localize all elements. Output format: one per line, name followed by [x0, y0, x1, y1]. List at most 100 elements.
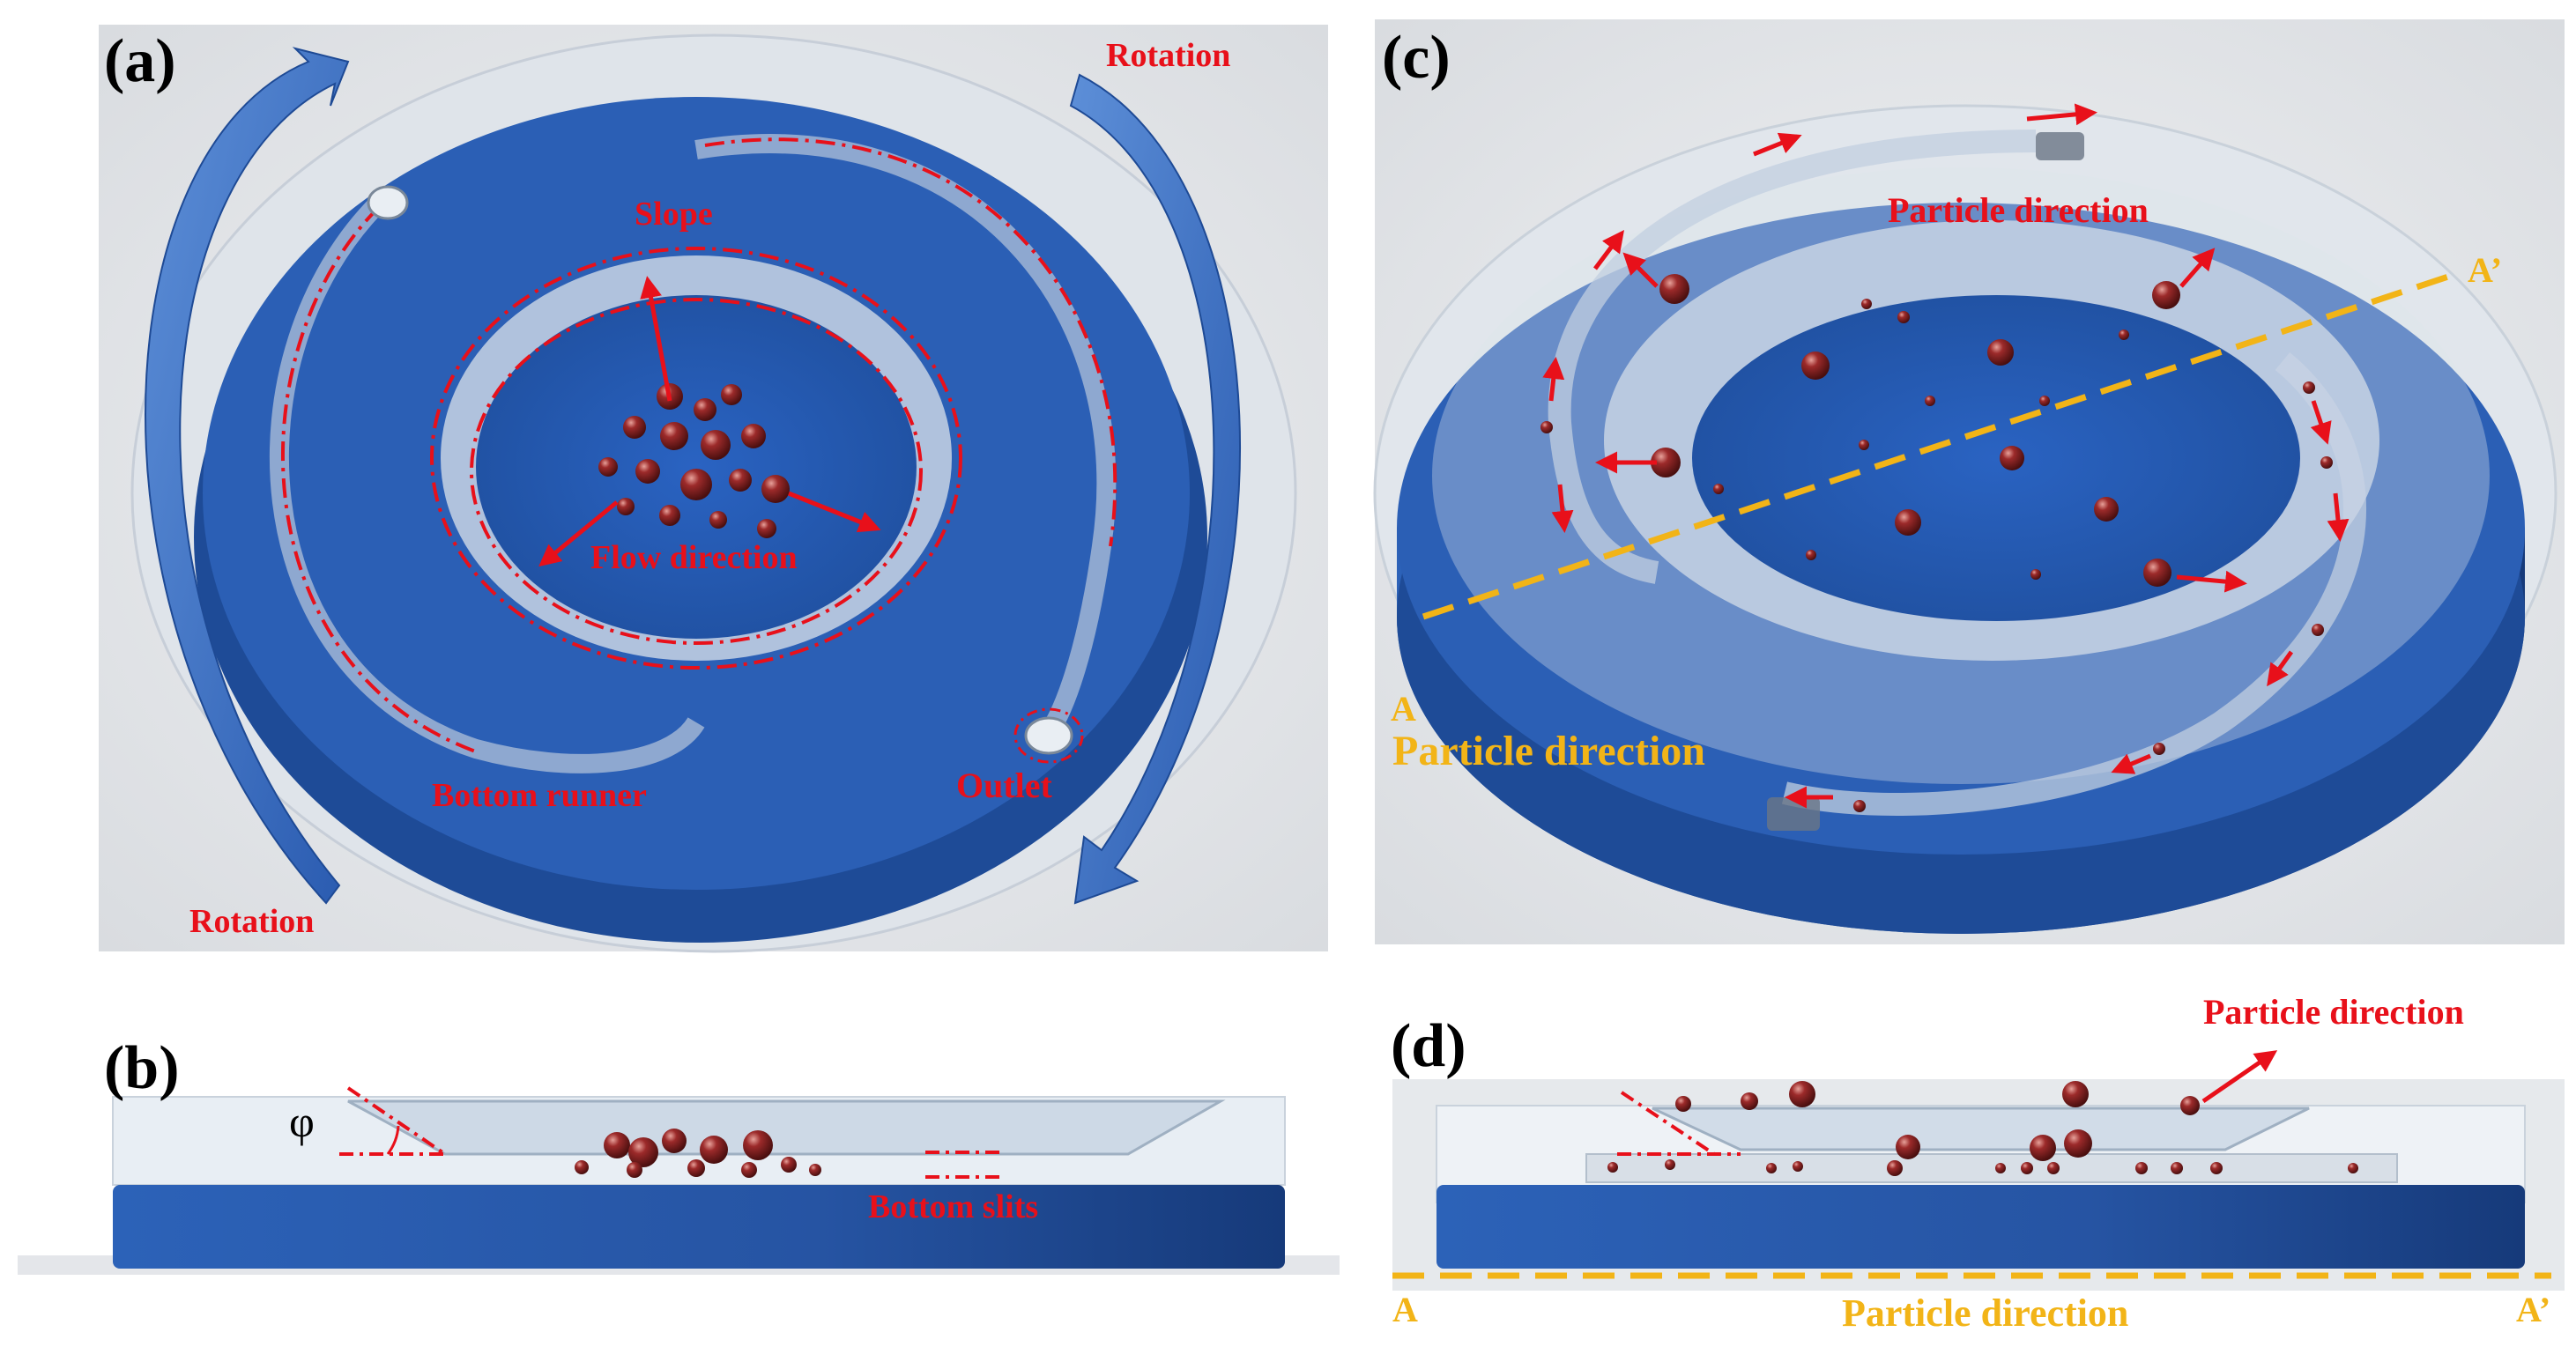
particle: [617, 498, 635, 515]
particles-d: [1607, 1081, 2358, 1176]
particle: [1801, 352, 1830, 380]
particle: [1607, 1162, 1618, 1173]
direction-arrow: [1593, 230, 1624, 270]
particle: [2135, 1162, 2148, 1174]
particle-direction-label-c-gold: Particle direction: [1392, 728, 1705, 774]
particle: [729, 469, 752, 492]
section-start-label-d: A: [1392, 1290, 1418, 1329]
section-end-label-d: A’: [2516, 1290, 2550, 1329]
flow-arrow-right: [788, 491, 881, 533]
spiral-channel-right: [694, 134, 1117, 738]
particle: [741, 1162, 757, 1178]
particle: [2320, 456, 2333, 469]
particle: [2119, 329, 2129, 340]
particle: [2152, 281, 2180, 309]
particle: [575, 1160, 589, 1174]
outlet-block-top: [2036, 132, 2084, 160]
particle: [1925, 396, 1935, 406]
particle: [659, 505, 680, 526]
particle: [2312, 624, 2324, 636]
bottom-runner-label: Bottom runner: [432, 777, 647, 814]
particle-direction-arrow-d: [2201, 1050, 2278, 1104]
flow-arrow-up: [640, 276, 672, 402]
particle: [623, 416, 646, 439]
rotation-arrow-left-icon: [145, 47, 350, 905]
slope-line: [346, 1086, 447, 1156]
particle: [2180, 1096, 2200, 1115]
direction-arrow: [2310, 400, 2332, 445]
particle: [1896, 1135, 1920, 1159]
runner-outline-right: [704, 137, 1117, 547]
particle: [680, 469, 712, 500]
particle: [627, 1162, 642, 1178]
particle: [709, 511, 727, 529]
slope-cross-section: [347, 1099, 1226, 1156]
particle: [1861, 299, 1872, 309]
section-end-label-c: A’: [2468, 250, 2502, 290]
direction-arrow: [2176, 570, 2247, 593]
particle: [1659, 274, 1689, 304]
particle: [1895, 509, 1921, 536]
particle: [1665, 1159, 1675, 1170]
particle-direction-label-d: Particle direction: [2203, 992, 2464, 1032]
panel-a-label: (a): [104, 27, 176, 95]
particle: [1995, 1163, 2006, 1173]
section-start-label-c: A: [1391, 689, 1416, 729]
particle: [1713, 484, 1724, 494]
slit-channel: [1585, 1153, 2398, 1183]
rotation-arrow-right-icon: [1069, 73, 1242, 905]
rotation-label-bottom: Rotation: [189, 903, 314, 940]
particle: [598, 457, 618, 477]
particle: [628, 1137, 658, 1167]
particle: [687, 1159, 705, 1177]
direction-arrow: [2026, 103, 2097, 126]
slope-line: [1620, 1091, 1716, 1156]
bowl-floor: [476, 295, 917, 639]
particle: [700, 1136, 728, 1164]
particle: [2062, 1081, 2089, 1107]
particle-cluster-b: [575, 1129, 821, 1178]
panel-c: (c) Particle direction A A’ Particle dir…: [1373, 19, 2565, 944]
particle: [1675, 1096, 1691, 1112]
particle: [721, 384, 742, 405]
particle: [809, 1164, 821, 1176]
particle: [1789, 1081, 1815, 1107]
particle: [2000, 446, 2024, 470]
outlet-outline: [1013, 707, 1084, 764]
particle: [1540, 421, 1553, 433]
direction-arrow: [2267, 650, 2294, 687]
panel-a: (a) Rotation Rotation Slope Flow directi…: [99, 25, 1328, 953]
particle: [1651, 448, 1681, 477]
angle-arc: [386, 1125, 400, 1155]
particle: [2143, 559, 2171, 587]
particle: [2303, 381, 2315, 394]
particle: [2171, 1162, 2183, 1174]
rotation-label-top: Rotation: [1106, 37, 1230, 74]
panel-c-label: (c): [1382, 24, 1451, 92]
particle: [743, 1130, 773, 1160]
particle: [1793, 1161, 1803, 1172]
flow-arrow-left: [538, 500, 619, 567]
direction-arrow: [1542, 357, 1565, 402]
outlet-hole: [1024, 716, 1073, 755]
particle: [2153, 743, 2165, 755]
bowl-outline: [470, 298, 923, 645]
flow-direction-label: Flow direction: [590, 539, 798, 576]
particle: [2210, 1162, 2223, 1174]
direction-arrow: [1551, 484, 1574, 533]
particle: [2094, 497, 2119, 522]
direction-arrow: [1622, 252, 1659, 288]
particle: [781, 1157, 797, 1173]
section-line-aa: [1422, 270, 2461, 620]
inlet-hole: [367, 185, 409, 220]
slope-outline: [430, 247, 962, 670]
particle: [1806, 550, 1816, 560]
particle: [2039, 396, 2050, 406]
bottom-slits-label: Bottom slits: [868, 1188, 1038, 1225]
particle-direction-label-d-gold: Particle direction: [1842, 1291, 2128, 1335]
blue-base: [1436, 1185, 2525, 1269]
outlet-label: Outlet: [956, 766, 1053, 805]
direction-arrow: [1753, 132, 1802, 157]
particle: [757, 519, 776, 538]
